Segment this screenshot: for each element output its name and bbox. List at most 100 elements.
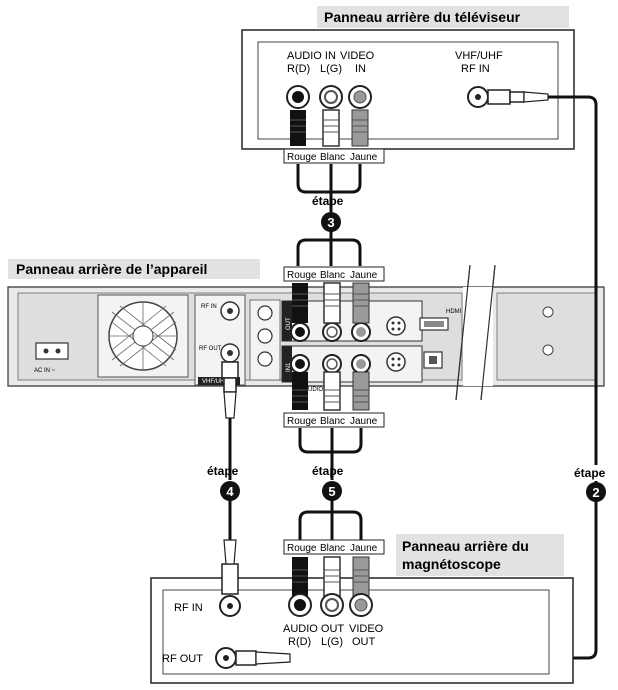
- vcr-rf-in-label: RF IN: [174, 602, 203, 614]
- vcr-plug-yellow: [352, 556, 370, 598]
- unit-top-plug-white: [323, 282, 341, 324]
- vcr-title-box: [396, 534, 564, 576]
- unit-color-box-bottom: [283, 412, 385, 428]
- unit-out-jack-red: [290, 322, 310, 342]
- step2-label: étape: [574, 466, 606, 480]
- unit-top-rouge: Rouge: [287, 270, 317, 281]
- vcr-plug-white: [323, 556, 341, 598]
- vcr-rf-out-jack: [215, 647, 291, 669]
- step2-number: 2: [592, 485, 599, 500]
- unit-bottom-plug-red: [292, 372, 308, 410]
- break-gap: [463, 287, 493, 386]
- unit-inner-right: [496, 292, 598, 381]
- step3-badge: [321, 212, 341, 232]
- unit-rf-in-small: RF IN: [201, 304, 217, 310]
- unit-top-plug-red: [292, 283, 308, 323]
- hdmi-label: HDMI: [446, 309, 462, 315]
- unit-in-jack-white: [322, 354, 342, 374]
- unit-out-small: OUT: [286, 317, 292, 330]
- vcr-audio-out-label: AUDIO OUT: [283, 623, 344, 635]
- unit-rf-plug: [221, 361, 239, 419]
- step4-badge: [220, 481, 240, 501]
- tv-plug-white: [322, 109, 340, 147]
- vcr-rd-label: R(D): [288, 636, 311, 648]
- tv-color-blanc: Blanc: [320, 152, 345, 163]
- tv-audio-in-label: AUDIO IN: [287, 50, 336, 62]
- unit-top-plug-yellow: [352, 282, 370, 324]
- svideo-out: [386, 316, 406, 336]
- in-tag: [282, 346, 292, 382]
- step4-label: étape: [207, 464, 239, 478]
- audio-small-block: [249, 299, 281, 381]
- tv-jack-white: [319, 85, 343, 109]
- unit-top-jaune: Jaune: [350, 270, 378, 281]
- unit-color-box-top: [283, 266, 385, 282]
- vcr-plug-red: [292, 557, 308, 597]
- tv-plug-yellow: [351, 109, 369, 147]
- unit-in-small: IN1: [286, 362, 292, 372]
- svideo-in: [386, 352, 406, 372]
- unit-title-box: [8, 259, 260, 279]
- cable-step5: [298, 428, 363, 540]
- unit-bottom-plug-yellow: [352, 371, 370, 411]
- step5-number: 5: [328, 484, 335, 499]
- tv-in-label: IN: [355, 63, 366, 75]
- tv-rd-label: R(D): [287, 63, 310, 75]
- vcr-title-line2: magnétoscope: [402, 556, 501, 572]
- unit-top-blanc: Blanc: [320, 270, 345, 281]
- vcr-rf-out-label: RF OUT: [162, 653, 203, 665]
- step2-badge: [586, 482, 606, 502]
- vcr-color-box: [283, 539, 385, 555]
- unit-rf-in-jack: [220, 301, 240, 321]
- unit-bottom-blanc: Blanc: [320, 416, 345, 427]
- tv-vhf-label: VHF/UHF: [455, 50, 503, 62]
- unit-bottom-jaune: Jaune: [350, 416, 378, 427]
- step4-number: 4: [226, 484, 234, 499]
- tv-color-box: [283, 148, 385, 164]
- vhf-tag: [198, 377, 240, 385]
- fan-grille: [97, 294, 189, 378]
- unit-rf-out-jack: [220, 343, 240, 363]
- vcr-video-label: VIDEO: [349, 623, 384, 635]
- step5-badge: [322, 481, 342, 501]
- vcr-jack-yellow: [349, 593, 373, 617]
- tv-title: Panneau arrière du téléviseur: [324, 9, 521, 25]
- step3-number: 3: [327, 215, 334, 230]
- step2-label-bg: [572, 465, 612, 481]
- unit-rf-out-small: RF OUT: [199, 346, 222, 352]
- unit-out-jack-yellow: [351, 322, 371, 342]
- step5-label: étape: [312, 464, 344, 478]
- hdmi-port: [419, 317, 449, 331]
- tv-jack-red: [286, 85, 310, 109]
- vcr-jack-red: [288, 593, 312, 617]
- cable-step2: [290, 95, 598, 660]
- tv-jack-yellow: [348, 85, 372, 109]
- tv-title-box: [317, 6, 569, 28]
- tv-plug-red: [290, 110, 306, 146]
- vcr-color-jaune: Jaune: [350, 543, 378, 554]
- tv-color-jaune: Jaune: [350, 152, 378, 163]
- vcr-jack-white: [320, 593, 344, 617]
- optical-port: [423, 351, 443, 369]
- unit-right-jacks: [542, 306, 554, 356]
- unit-vhf-small: VHF/UHF: [202, 379, 228, 385]
- tv-video-label: VIDEO: [340, 50, 375, 62]
- unit-audio-small: AUDIO: [304, 387, 323, 393]
- unit-bottom-plug-white: [323, 371, 341, 411]
- tv-rf-in-label: RF IN: [461, 63, 490, 75]
- tv-lg-label: L(G): [320, 63, 342, 75]
- vcr-lg-label: L(G): [321, 636, 343, 648]
- vcr-title-line1: Panneau arrière du: [402, 538, 529, 554]
- unit-bottom-rouge: Rouge: [287, 416, 317, 427]
- tv-rf-in-jack: [467, 86, 549, 108]
- unit-in-jack-red: [290, 354, 310, 374]
- ac-in-label: AC IN ~: [34, 368, 56, 374]
- out-tag: [282, 301, 292, 341]
- step3-label: étape: [312, 194, 344, 208]
- unit-title: Panneau arrière de l’appareil: [16, 261, 207, 277]
- ac-in-socket: [35, 342, 69, 360]
- vcr-out-label: OUT: [352, 636, 376, 648]
- vcr-rf-in-jack: [219, 539, 241, 617]
